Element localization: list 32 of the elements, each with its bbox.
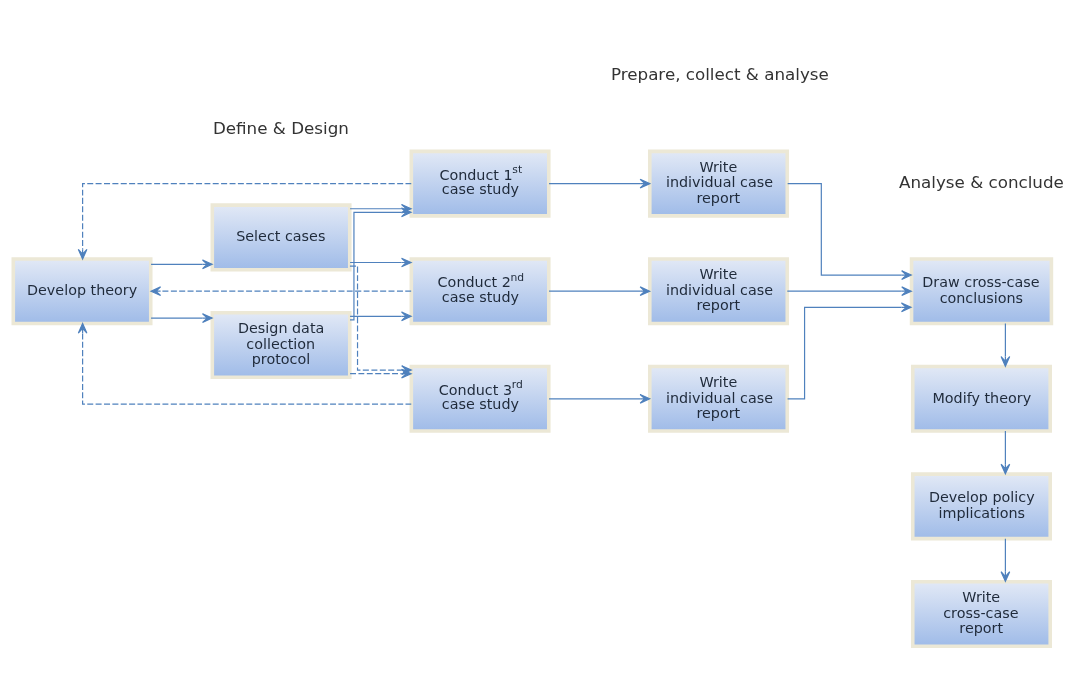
arrow [548,285,651,296]
arrow [1000,537,1011,582]
arrow [1000,429,1011,474]
node-box: Write individual case report [648,256,790,325]
label: Analyse & conclude [899,171,1064,192]
arrow [548,393,651,404]
node-box: Draw cross-case conclusions [909,256,1054,325]
node-box: Conduct 1$^{st}$ case study [409,149,551,218]
label: Define & Design [212,117,349,138]
node-box: Design data collection protocol [210,310,352,379]
node-box: Modify theory [910,364,1052,433]
arrow [349,310,412,321]
node-box: Write individual case report [648,364,790,433]
arrow [1000,322,1011,367]
node-box: Conduct 3$^{rd}$ case study [409,364,551,433]
arrow [787,182,912,280]
arrow [150,258,213,269]
arrow [150,285,412,296]
arrow [150,312,213,323]
arrow [786,285,912,296]
label: Prepare, collect & analyse [610,63,829,84]
arrow [787,301,912,399]
arrow [349,257,412,267]
node-box: Develop theory [11,256,153,325]
arrow [349,206,412,320]
node-box: Conduct 2$^{nd}$ case study [409,256,551,325]
arrow [349,368,412,379]
node-box: Write cross-case report [910,579,1052,648]
node-box: Write individual case report [648,149,790,218]
node-box: Select cases [210,202,352,271]
node-box: Develop policy implications [910,471,1052,540]
arrow [548,178,651,189]
